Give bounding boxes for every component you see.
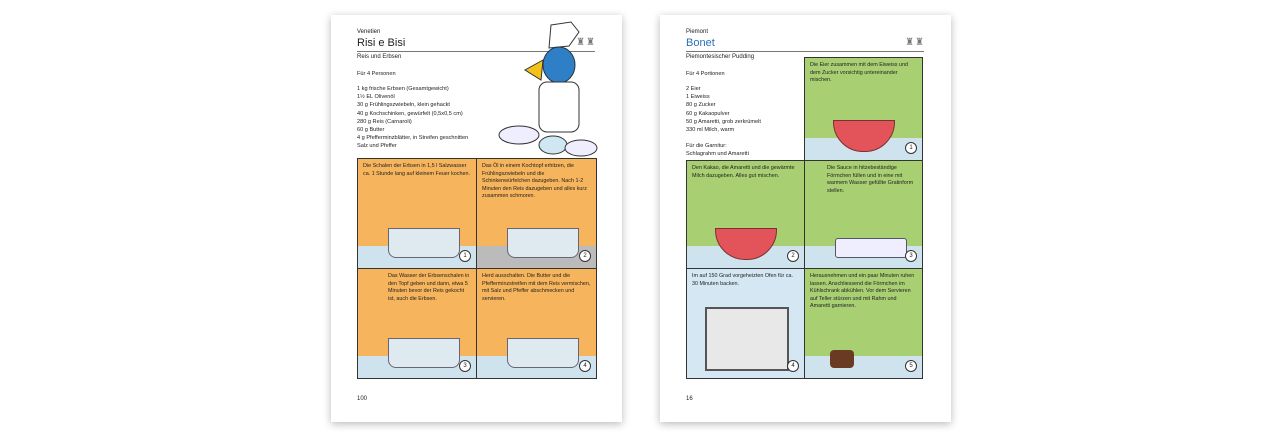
- recipe-title: Bonet: [686, 37, 715, 49]
- pot-illustration: [507, 228, 579, 258]
- step-panel-5: Herausnehmen und ein paar Minuten ruhen …: [804, 268, 923, 379]
- step-panel-1: Die Eier zusammen mit dem Eiweiss und de…: [804, 57, 923, 161]
- ingredient: 40 g Kochschinken, gewürfelt (0,5x0,5 cm…: [357, 110, 463, 117]
- step-number: 1: [905, 142, 917, 154]
- step-panel-4: Im auf 150 Grad vorgeheizten Ofen für ca…: [686, 268, 805, 379]
- recipe-subtitle: Piemontesischer Pudding: [686, 54, 755, 60]
- step-number: 4: [579, 360, 591, 372]
- region-label: Venetien: [357, 29, 381, 35]
- step-text: Das Wasser der Erbsenschalen in den Topf…: [388, 273, 470, 302]
- chef-bird-illustration: [498, 21, 598, 157]
- recipe-subtitle: Reis und Erbsen: [357, 54, 402, 60]
- step-text: Die Sauce in hitzebeständige Förmchen fü…: [827, 165, 914, 194]
- step-panel-4: Herd ausschalten. Die Butter und die Pfe…: [476, 268, 597, 379]
- step-number: 3: [459, 360, 471, 372]
- step-number: 3: [905, 250, 917, 262]
- pot-illustration: [388, 228, 460, 258]
- ingredient-list: 2 Eier 1 Eiweiss 80 g Zucker 60 g Kakaop…: [686, 85, 801, 159]
- pudding-illustration: [830, 350, 854, 368]
- step-number: 2: [579, 250, 591, 262]
- ingredient: 1 kg frische Erbsen (Gesamtgewicht): [357, 86, 449, 92]
- recipe-title: Risi e Bisi: [357, 37, 406, 49]
- step-text: Herausnehmen und ein paar Minuten ruhen …: [810, 273, 915, 309]
- step-text: Das Öl in einem Kochtopf erhitzen, die F…: [482, 163, 587, 199]
- ingredient: 330 ml Milch, warm: [686, 127, 735, 134]
- difficulty-chef-hat-icon: ♜♜: [576, 37, 596, 48]
- ingredient: 4 g Pfefferminzblätter, in Streifen gesc…: [357, 135, 469, 142]
- ingredient: 60 g Butter: [357, 127, 385, 134]
- step-text: Im auf 150 Grad vorgeheizten Ofen für ca…: [692, 273, 793, 287]
- title-divider: [686, 51, 924, 52]
- step-panel-3: Die Sauce in hitzebeständige Förmchen fü…: [804, 160, 923, 269]
- step-panel-2: Den Kakao, die Amaretti und die gewärmte…: [686, 160, 805, 269]
- ingredient: 280 g Reis (Carnaroli): [357, 118, 412, 125]
- title-divider: [357, 51, 595, 52]
- pot-illustration: [388, 338, 460, 368]
- step-number: 5: [905, 360, 917, 372]
- step-panel-1: Die Schalen der Erbsen in 1,5 l Salzwass…: [357, 158, 477, 269]
- servings: Für 4 Personen: [357, 71, 396, 77]
- page-number: 16: [686, 396, 693, 402]
- step-text: Die Schalen der Erbsen in 1,5 l Salzwass…: [363, 163, 470, 177]
- region-label: Piemont: [686, 29, 709, 35]
- difficulty-chef-hat-icon: ♜♜: [905, 37, 925, 48]
- ingredient: Salz und Pfeffer: [357, 143, 397, 150]
- recipe-page-risi-e-bisi: Venetien Risi e Bisi ♜♜ Reis und Erbsen …: [331, 15, 622, 422]
- gratin-dish-illustration: [835, 238, 907, 258]
- garnish-label: Für die Garnitur:: [686, 143, 727, 150]
- step-text: Herd ausschalten. Die Butter und die Pfe…: [482, 273, 591, 302]
- step-number: 1: [459, 250, 471, 262]
- step-text: Den Kakao, die Amaretti und die gewärmte…: [692, 165, 795, 179]
- step-number: 4: [787, 360, 799, 372]
- ingredient: 1½ EL Olivenöl: [357, 94, 395, 101]
- step-panel-3: Das Wasser der Erbsenschalen in den Topf…: [357, 268, 477, 379]
- page-number: 100: [357, 396, 368, 402]
- recipe-page-bonet: Piemont Bonet ♜♜ Piemontesischer Pudding…: [660, 15, 951, 422]
- ingredient: 80 g Zucker: [686, 102, 716, 109]
- ingredient: 30 g Frühlingszwiebeln, klein gehackt: [357, 102, 450, 109]
- ingredient: 50 g Amaretti, grob zerkrümelt: [686, 118, 761, 125]
- garnish: Schlagrahm und Amaretti: [686, 151, 749, 158]
- ingredient: 2 Eier: [686, 86, 701, 92]
- ingredient-list: 1 kg frische Erbsen (Gesamtgewicht) 1½ E…: [357, 85, 517, 151]
- oven-illustration: [705, 307, 789, 371]
- ingredient: 60 g Kakaopulver: [686, 110, 730, 117]
- ingredient: 1 Eiweiss: [686, 94, 710, 101]
- step-text: Die Eier zusammen mit dem Eiweiss und de…: [810, 62, 908, 83]
- step-number: 2: [787, 250, 799, 262]
- servings: Für 4 Portionen: [686, 71, 725, 77]
- pot-illustration: [507, 338, 579, 368]
- step-panel-2: Das Öl in einem Kochtopf erhitzen, die F…: [476, 158, 597, 269]
